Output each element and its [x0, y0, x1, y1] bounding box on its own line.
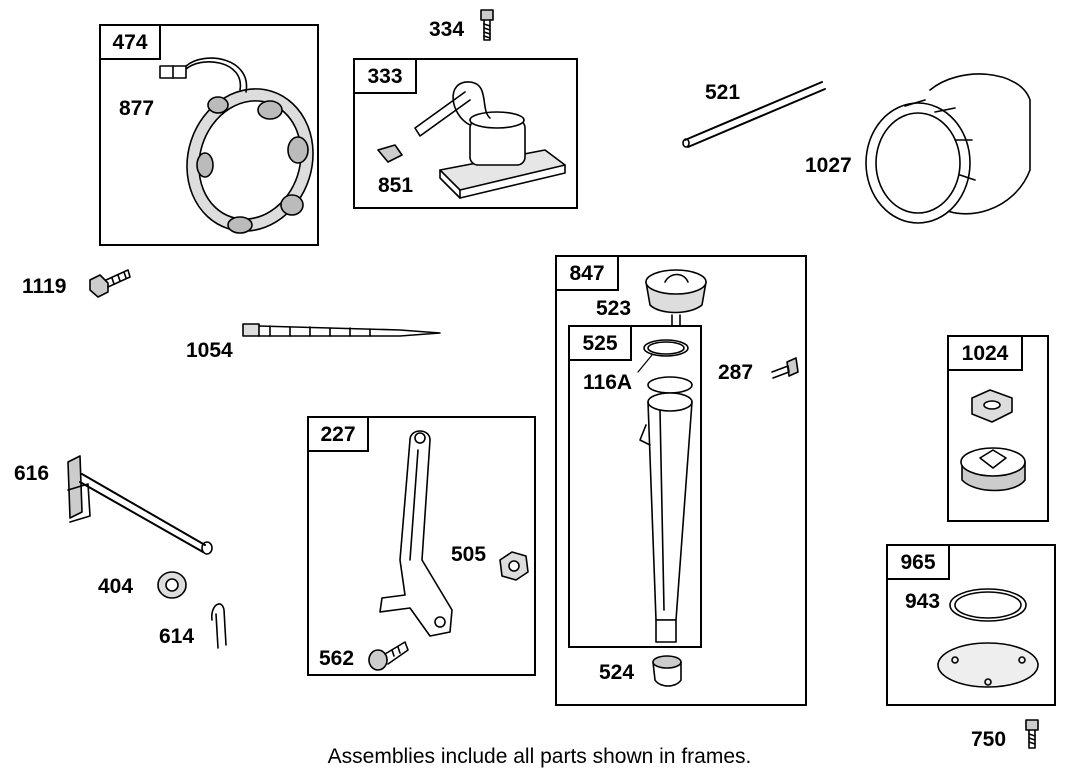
part-label-877: 877: [119, 97, 155, 120]
cable-tie-drawing: [242, 323, 441, 337]
gasket-943-drawing: [949, 588, 1027, 622]
part-label-1054: 1054: [186, 339, 233, 362]
assembly-tag-525: 525: [568, 325, 632, 361]
o-ring-116a-drawing: [637, 339, 689, 373]
assembly-tag-965: 965: [886, 544, 950, 580]
cover-plate-drawing: [937, 642, 1039, 688]
grommet-524-drawing: [652, 655, 682, 687]
hairpin-614-drawing: [211, 603, 227, 649]
screw-334-drawing: [480, 9, 494, 41]
oil-filter-drawing: [865, 73, 1031, 224]
part-label-943: 943: [905, 590, 941, 613]
screw-750-drawing: [1025, 719, 1039, 749]
assembly-tag-1024: 1024: [947, 335, 1023, 371]
part-label-287: 287: [718, 361, 754, 384]
part-label-562: 562: [319, 647, 355, 670]
alternator-drawing: [159, 57, 314, 234]
washer-404-drawing: [157, 571, 187, 599]
part-label-1119: 1119: [22, 275, 67, 298]
assembly-frame-474: [99, 24, 319, 246]
part-label-116a: 116A: [583, 371, 633, 394]
bolt-562-drawing: [368, 641, 409, 671]
assembly-tag-847: 847: [555, 255, 619, 291]
lever-227-drawing: [379, 430, 453, 637]
assembly-tag-474: 474: [99, 24, 161, 60]
assembly-frame-847: [555, 255, 807, 706]
armature-drawing: [377, 81, 566, 199]
bolt-1119-drawing: [89, 269, 131, 298]
screw-287-drawing: [771, 357, 799, 379]
assembly-frame-525: [568, 325, 702, 648]
assembly-tag-227: 227: [307, 416, 369, 452]
part-label-750: 750: [971, 728, 1007, 751]
part-label-1027: 1027: [805, 154, 852, 177]
part-label-521: 521: [705, 81, 741, 104]
part-label-523: 523: [596, 297, 632, 320]
part-label-505: 505: [451, 543, 487, 566]
nut-505-drawing: [499, 551, 529, 581]
part-label-851: 851: [378, 174, 414, 197]
assembly-tag-333: 333: [353, 58, 417, 94]
diagram-caption: Assemblies include all parts shown in fr…: [327, 745, 752, 768]
oil-pump-drawing: [960, 389, 1026, 492]
part-label-614: 614: [159, 625, 195, 648]
part-label-524: 524: [599, 661, 635, 684]
assembly-frame-227: [307, 416, 536, 676]
dipstick-tube-drawing: [639, 376, 693, 643]
shaft-616-drawing: [67, 455, 213, 555]
part-label-334: 334: [429, 18, 465, 41]
part-label-616: 616: [14, 462, 50, 485]
part-label-404: 404: [98, 575, 134, 598]
assembly-frame-333: [353, 58, 578, 209]
assembly-frame-965: [886, 544, 1056, 706]
fill-cap-drawing: [645, 269, 707, 326]
tube-drawing: [682, 81, 826, 148]
